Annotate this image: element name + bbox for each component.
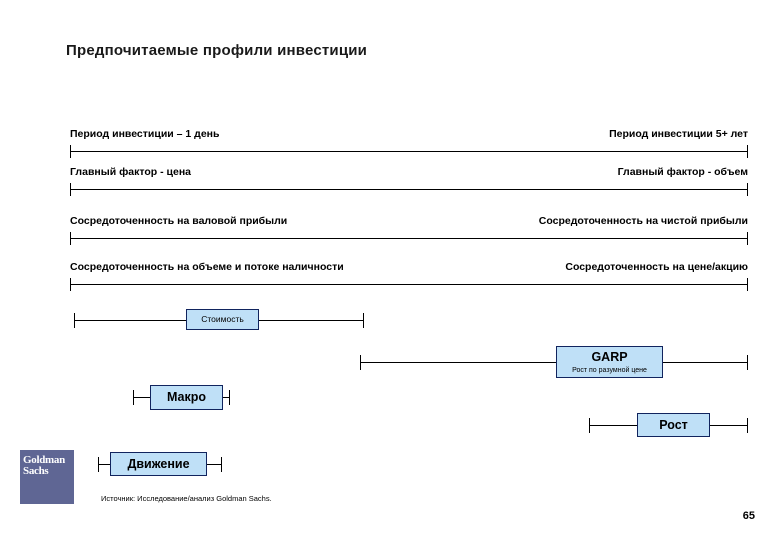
style-range-left-tick bbox=[133, 390, 134, 405]
axis-right-cap bbox=[747, 145, 748, 158]
style-range-right-tick bbox=[221, 457, 222, 472]
spectrum-left-label: Сосредоточенность на объеме и потоке нал… bbox=[70, 261, 344, 273]
style-row-dvizhenie: Движение bbox=[98, 448, 222, 482]
style-box-title: Стоимость bbox=[201, 314, 244, 324]
page-title: Предпочитаемые профили инвестиции bbox=[66, 42, 368, 59]
axis-bar bbox=[70, 284, 748, 285]
style-box-makro[interactable]: Макро bbox=[150, 385, 223, 410]
style-box-title: Макро bbox=[166, 390, 207, 404]
spectrum-labels: Главный фактор - цена Главный фактор - о… bbox=[70, 166, 748, 182]
style-box-rost[interactable]: Рост bbox=[637, 413, 710, 437]
spectrum-right-label: Сосредоточенность на чистой прибыли bbox=[538, 215, 748, 227]
source-note: Источник: Исследование/анализ Goldman Sa… bbox=[101, 494, 272, 503]
spectrum-right-label: Главный фактор - объем bbox=[617, 166, 748, 178]
style-range-right-tick bbox=[747, 355, 748, 370]
axis-right-cap bbox=[747, 278, 748, 291]
style-row-makro: Макро bbox=[133, 381, 230, 415]
axis-bar bbox=[70, 189, 748, 190]
style-range-right-tick bbox=[363, 313, 364, 328]
style-box-stoimost[interactable]: Стоимость bbox=[186, 309, 259, 330]
logo-line-2: Sachs bbox=[23, 465, 49, 477]
style-range-left-tick bbox=[589, 418, 590, 433]
spectrum-row-main-factor: Главный фактор - цена Главный фактор - о… bbox=[70, 166, 748, 200]
style-box-subtitle: Рост по разумной цене bbox=[572, 366, 647, 374]
spectrum-axis bbox=[70, 145, 748, 159]
style-box-title: Рост bbox=[659, 417, 688, 432]
goldman-sachs-logo: Goldman Sachs bbox=[20, 450, 74, 504]
style-box-title: GARP bbox=[591, 349, 628, 364]
style-row-rost: Рост bbox=[589, 409, 748, 443]
spectrum-row-volume-cashflow-focus: Сосредоточенность на объеме и потоке нал… bbox=[70, 261, 748, 295]
spectrum-labels: Сосредоточенность на валовой прибыли Сос… bbox=[70, 215, 748, 231]
style-box-garp[interactable]: GARP Рост по разумной цене bbox=[556, 346, 663, 378]
style-range-left-tick bbox=[360, 355, 361, 370]
style-range-line bbox=[360, 362, 748, 363]
style-row-stoimost: Стоимость bbox=[74, 304, 364, 338]
logo-line-1: Goldman bbox=[23, 454, 65, 466]
axis-bar bbox=[70, 151, 748, 152]
spectrum-row-investment-period: Период инвестиции – 1 день Период инвест… bbox=[70, 128, 748, 162]
spectrum-left-label: Период инвестиции – 1 день bbox=[70, 128, 220, 140]
spectrum-right-label: Период инвестиции 5+ лет bbox=[609, 128, 748, 140]
axis-right-cap bbox=[747, 183, 748, 196]
axis-right-cap bbox=[747, 232, 748, 245]
spectrum-labels: Сосредоточенность на объеме и потоке нал… bbox=[70, 261, 748, 277]
spectrum-axis bbox=[70, 278, 748, 292]
style-row-garp: GARP Рост по разумной цене bbox=[360, 346, 748, 382]
style-box-dvizhenie[interactable]: Движение bbox=[110, 452, 207, 476]
spectrum-right-label: Сосредоточенность на цене/акцию bbox=[565, 261, 748, 273]
page-number: 65 bbox=[742, 510, 755, 522]
spectrum-left-label: Сосредоточенность на валовой прибыли bbox=[70, 215, 288, 227]
style-box-title: Движение bbox=[127, 456, 190, 471]
spectrum-labels: Период инвестиции – 1 день Период инвест… bbox=[70, 128, 748, 144]
style-range-left-tick bbox=[74, 313, 75, 328]
axis-bar bbox=[70, 238, 748, 239]
style-range-right-tick bbox=[229, 390, 230, 405]
spectrum-left-label: Главный фактор - цена bbox=[70, 166, 191, 178]
spectrum-axis bbox=[70, 232, 748, 246]
spectrum-row-profit-focus: Сосредоточенность на валовой прибыли Сос… bbox=[70, 215, 748, 249]
style-range-left-tick bbox=[98, 457, 99, 472]
style-range-right-tick bbox=[747, 418, 748, 433]
spectrum-axis bbox=[70, 183, 748, 197]
